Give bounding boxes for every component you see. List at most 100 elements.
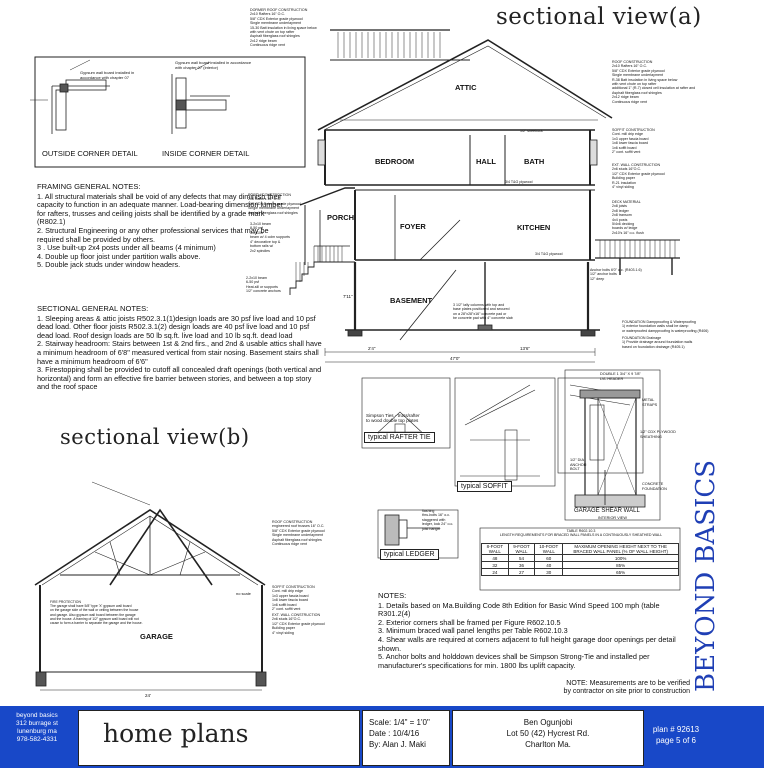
table-row: 32 36 40 85% [481, 561, 679, 569]
table-frame [479, 527, 681, 591]
general-note: 1. Details based on Ma.Building Code 8th… [378, 600, 660, 619]
table-header: 10-FOOT WALL [534, 543, 564, 555]
company-info: beyond basics 312 burrage st lunenburg m… [2, 712, 72, 744]
callout-beam: 3-2x10 beam 8-50 psf 3-2x10s beam w/ 4 c… [250, 222, 290, 240]
general-notes-heading: NOTES: [378, 591, 407, 600]
rafter-tie-frame [361, 377, 451, 449]
callout-foundation-drainage: FOUNDATION Drainage 1) Provide drainage … [622, 336, 693, 349]
room-attic: ATTIC [455, 83, 477, 92]
table-cell: 24 [481, 568, 509, 576]
brand-text: BEYOND BASICS [691, 460, 721, 692]
company-street: 312 burrage st [16, 720, 58, 727]
section-a-drawing [289, 29, 680, 363]
room-foyer: FOYER [400, 222, 426, 231]
table-header: 9-FOOT WALL [507, 543, 536, 555]
general-note: 5. Anchor bolts and holddown devices sha… [378, 652, 650, 670]
table-row: 24 27 30 65% [481, 568, 679, 576]
dim-section-a-left: 2'4" [368, 346, 376, 351]
ledger-label: typical LEDGER [380, 549, 439, 560]
general-notes: NOTES: 1. Details based on Ma.Building C… [378, 591, 678, 670]
garage-shear-wall-drawing [574, 389, 646, 508]
client-name: Ben Ogunjobi [523, 718, 573, 727]
callout-deck-material: DECK MATERIAL 2x8 joists 2x8 ledger 2x8 … [612, 200, 644, 235]
client-box: Ben Ogunjobi Lot 50 (42) Hycrest Rd. Cha… [452, 710, 644, 766]
room-basement: BASEMENT [390, 296, 433, 305]
callout-soffit-construction: SOFFIT CONSTRUCTION Cont. mill drip edge… [612, 128, 655, 155]
callout-garage-roof: ROOF CONSTRUCTION engineered roof trusse… [272, 520, 325, 547]
callout-dormer-roof: DORMER ROOF CONSTRUCTION 2x10 Rafters 16… [250, 8, 317, 48]
braced-wall-table: 8-FOOT WALL 9-FOOT WALL 10-FOOT WALL MAX… [481, 543, 679, 576]
concrete-foundation-note: CONCRETE FOUNDATION [642, 482, 667, 491]
simpson-ties-label: Simpson Ties - truss/rafter to wood doub… [366, 413, 420, 424]
outside-corner-drawing [30, 59, 110, 134]
company-name: beyond basics [16, 712, 58, 719]
inside-corner-drawing [171, 61, 230, 134]
anchor-bolt-note: 1/2" DIA ANCHOR BOLT [570, 458, 587, 472]
brand-vertical: BEYOND BASICS [691, 460, 721, 692]
framing-note: 3 . Use built-up 2x4 posts under all bea… [37, 243, 216, 253]
table-header-row: 8-FOOT WALL 9-FOOT WALL 10-FOOT WALL MAX… [481, 543, 679, 555]
ledger-note: flashing thru-bolts 16" o.c. staggered w… [422, 509, 454, 531]
outside-corner-label: OUTSIDE CORNER DETAIL [42, 149, 138, 158]
table-header: 8-FOOT WALL [481, 543, 509, 555]
table-cell: 48 [481, 554, 509, 562]
section-b-drawing [34, 481, 267, 691]
scale-box: Scale: 1/4" = 1'0" Date : 10/4/16 By: Al… [362, 710, 450, 766]
measurement-note: NOTE: Measurements are to be verified by… [563, 680, 690, 695]
table-row: 48 54 60 100% [481, 554, 679, 562]
framing-note: 2. Structural Engineering or any other p… [37, 225, 269, 244]
sectional-note: 3. Firestopping shall be provided to cut… [37, 365, 322, 392]
callout-anchor: Anchor bolts 6'0" o.c. (R403.1.6) 1/2" a… [590, 268, 642, 281]
plan-number: plan # 92613 [652, 725, 700, 734]
framing-note: 5. Double jack studs under window header… [37, 260, 181, 270]
drawn-by-text: By: Alan J. Maki [369, 740, 426, 749]
corner-detail-frame [34, 56, 306, 168]
inside-corner-label: INSIDE CORNER DETAIL [162, 149, 250, 158]
general-note: 3. Minimum braced wall panel lengths per… [378, 626, 568, 636]
callout-sill: 2-2x10 beam 6-50 psf Heat-sill or suppor… [246, 276, 281, 294]
table-cell: 32 [481, 561, 509, 569]
date-text: Date : 10/4/16 [369, 729, 420, 738]
callout-kitchen-floor: 3/4 T&G plywood [535, 252, 563, 256]
table-cell: 27 [507, 568, 536, 576]
callout-rough-soffit: 1/2" sheetrock [520, 129, 543, 133]
table-cell: 30 [534, 568, 564, 576]
dim-section-a-width: 47'0" [450, 356, 460, 361]
section-a-title: sectional view(a) [496, 4, 702, 30]
general-note: 2. Exterior corners shall be framed per … [378, 617, 561, 627]
table-title: TABLE R602.10.3 LENGTH REQUIREMENTS FOR … [499, 529, 663, 538]
general-note: 4. Shear walls are required at corners a… [378, 634, 676, 653]
page-number: page 5 of 6 [655, 736, 697, 745]
room-bedroom: BEDROOM [375, 157, 415, 166]
scale-text: Scale: 1/4" = 1'0" [369, 718, 430, 727]
interior-view-label: INTERIOR VIEW [598, 516, 627, 520]
corner-note-2: Gypsum wall board installed in accordanc… [175, 60, 252, 70]
ledger-drawing [384, 514, 440, 546]
table-cell: 54 [507, 554, 536, 562]
corner-note-1: Gypsum wall board installed in accordanc… [80, 70, 135, 80]
sheathing-note: 1/2" CDX PLYWOOD SHEATHING [640, 430, 676, 439]
framing-note: 4. Double up floor joist under partition… [37, 251, 201, 261]
company-phone: 978-582-4331 [16, 736, 58, 743]
company-town: lunenburg ma [17, 728, 57, 735]
callout-garage-soffit: SOFFIT CONSTRUCTION Cont. mill drip edge… [272, 585, 315, 612]
framing-notes: FRAMING GENERAL NOTES: 1. All structural… [37, 182, 293, 270]
client-lot: Lot 50 (42) Hycrest Rd. [506, 729, 590, 738]
sectional-note: 1. Sleeping areas & attic joists R502.3.… [37, 313, 316, 340]
nts-label: no scale [236, 591, 251, 596]
soffit-label: typical SOFFIT [457, 481, 512, 492]
table-cell: 60 [534, 554, 564, 562]
callout-foundation: FOUNDATION Dampproofing & Waterproofing … [622, 320, 709, 333]
callout-ext-wall: EXT. WALL CONSTRUCTION 2x6 studs 16"O.C.… [612, 163, 665, 190]
room-garage: GARAGE [140, 632, 173, 641]
client-town: Charlton Ma. [525, 740, 571, 749]
soffit-drawing [460, 384, 540, 481]
shear-assembly-frame [557, 377, 644, 474]
metal-straps-note: METAL STRAPS [642, 398, 658, 407]
sectional-notes-heading: SECTIONAL GENERAL NOTES: [37, 304, 149, 313]
callout-stair-rail: 4" decorative top & bottom rails w/ 2x2 … [250, 240, 281, 253]
plan-title-box: home plans [78, 710, 360, 766]
room-kitchen: KITCHEN [517, 223, 551, 232]
framing-note: 1. All structural materials shall be voi… [37, 191, 283, 227]
